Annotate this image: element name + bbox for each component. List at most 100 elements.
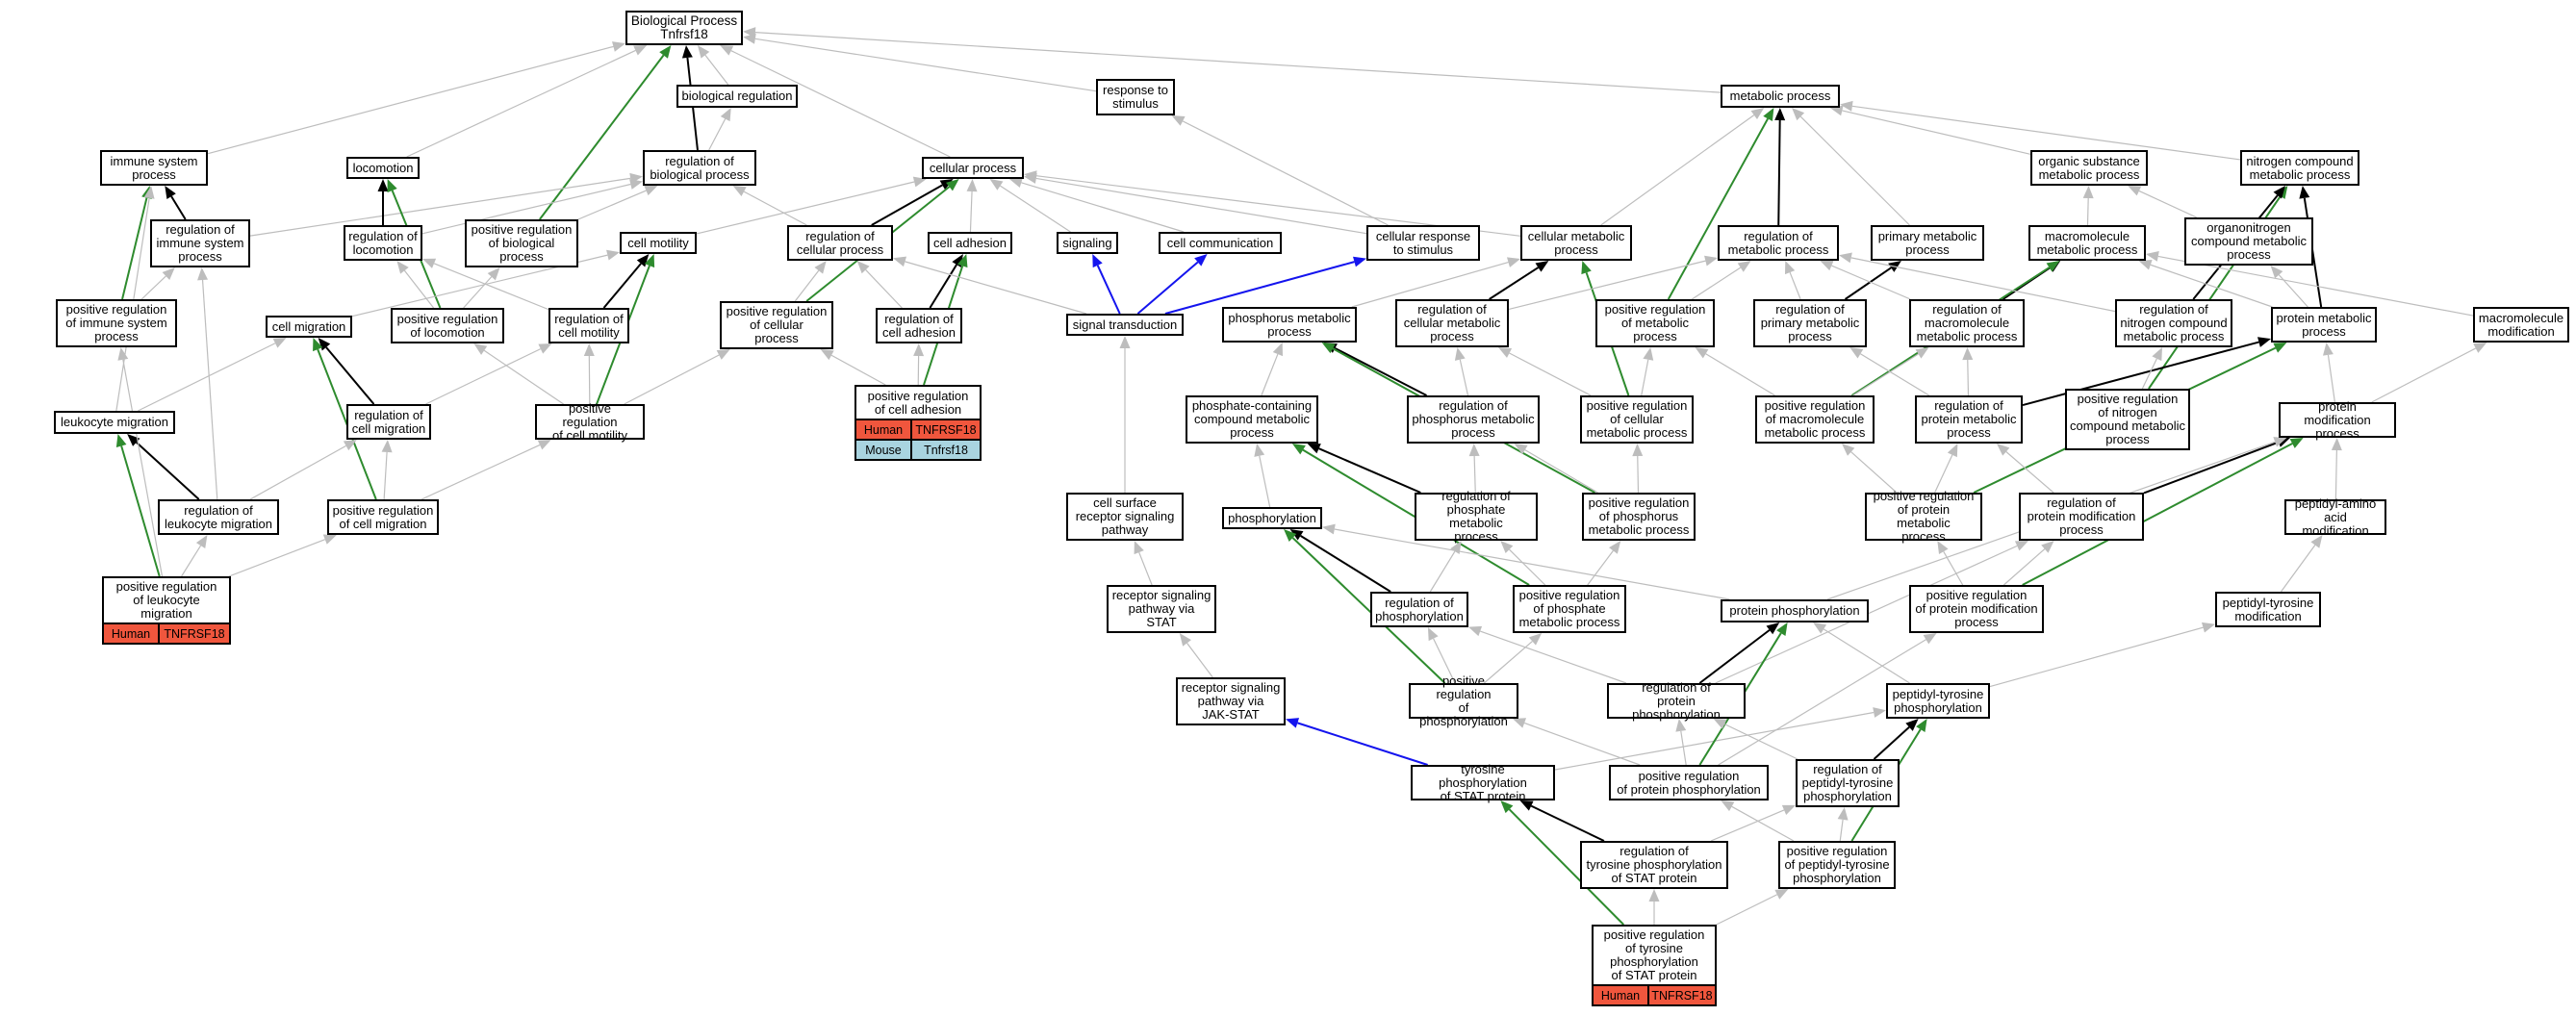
go-term-node[interactable]: regulation of leukocyte migration [158,499,279,535]
edge-line [1850,257,2116,313]
go-term-node[interactable]: immune system process [100,150,208,186]
go-term-node[interactable]: locomotion [346,157,420,179]
go-term-node[interactable]: primary metabolic process [1871,225,1984,261]
go-term-node[interactable]: cellular process [922,157,1024,179]
go-term-node[interactable]: receptor signaling pathway via STAT [1107,585,1216,633]
edge-arrowhead [681,45,693,59]
go-term-node[interactable]: protein phosphorylation [1721,599,1869,622]
go-term-node[interactable]: metabolic process [1721,85,1840,108]
edge-arrowhead [1286,718,1300,728]
go-term-node[interactable]: phosphate-containing compound metabolic … [1186,395,1318,444]
edge-line [2157,255,2474,317]
go-term-node[interactable]: positive regulation of macromolecule met… [1755,395,1875,444]
go-term-node[interactable]: protein modification process [2279,399,2396,440]
go-term-node[interactable]: biological regulation [676,85,798,108]
go-term-node[interactable]: organonitrogen compound metabolic proces… [2184,217,2313,266]
go-term-node[interactable]: peptidyl-tyrosine modification [2215,592,2321,627]
go-term-node[interactable]: cellular metabolic process [1520,225,1632,261]
edge-line [121,197,148,300]
go-term-node[interactable]: regulation of nitrogen compound metaboli… [2115,299,2232,347]
go-term-node[interactable]: positive regulation of cell migration [327,499,439,535]
go-term-node[interactable]: peptidyl-tyrosine phosphorylation [1886,683,1990,719]
edge-arrowhead [720,108,731,122]
edge-line [2334,449,2337,500]
go-term-node[interactable]: regulation of protein metabolic process [1915,395,2023,444]
go-term-node[interactable]: regulation of cellular process [787,225,893,261]
go-term-node[interactable]: regulation of protein modification proce… [2019,493,2144,541]
edge-line [1943,550,1964,586]
go-term-node[interactable]: regulation of cellular metabolic process [1395,299,1509,347]
edge-line [1021,182,1185,233]
go-term-node[interactable]: regulation of tyrosine phosphorylation o… [1580,841,1728,889]
edge-line [2022,443,2293,586]
go-term-node[interactable]: regulation of protein phosphorylation [1607,680,1746,721]
go-term-node[interactable]: positive regulation of cell adhesion [854,385,982,420]
go-term-node[interactable]: cell migration [266,316,352,338]
edge-line [1318,447,1421,494]
go-term-node[interactable]: positive regulation of cell motility [535,401,645,442]
go-term-node[interactable]: positive regulation of peptidyl-tyrosine… [1778,841,1896,889]
go-term-node[interactable]: regulation of primary metabolic process [1753,299,1867,347]
go-term-node[interactable]: regulation of metabolic process [1718,225,1839,261]
go-term-node[interactable]: regulation of cell migration [346,404,431,440]
go-term-node[interactable]: positive regulation of phosphorus metabo… [1582,493,1696,541]
human-gene-cell: TNFRSF18 [1647,986,1715,1004]
go-term-node[interactable]: regulation of cell adhesion [876,308,962,343]
go-term-node[interactable]: positive regulation of phosphate metabol… [1513,585,1626,633]
go-term-node[interactable]: positive regulation of protein metabolic… [1865,490,1982,544]
edge-line [1777,119,1781,226]
go-term-node[interactable]: positive regulation of locomotion [391,308,504,343]
go-term-node[interactable]: Biological Process Tnfrsf18 [625,11,743,45]
go-term-node[interactable]: positive regulation of cellular process [720,301,833,349]
go-term-node[interactable]: regulation of biological process [643,150,756,186]
go-term-node[interactable]: regulation of phosphate metabolic proces… [1415,490,1538,544]
go-term-node[interactable]: regulation of cell motility [548,308,629,343]
go-term-node[interactable]: regulation of phosphorylation [1370,592,1468,627]
edge-arrowhead [633,45,648,56]
go-term-node[interactable]: positive regulation of biological proces… [465,219,578,267]
go-term-node[interactable]: organic substance metabolic process [2030,150,2148,186]
go-term-node[interactable]: phosphorus metabolic process [1222,307,1357,343]
go-term-node[interactable]: regulation of locomotion [344,225,422,261]
edge-line [1259,455,1271,508]
go-term-node[interactable]: phosphorylation [1222,507,1322,529]
go-term-node[interactable]: positive regulation of phosphorylation [1409,673,1518,727]
edge-arrowhead [2310,535,2323,548]
go-term-node[interactable]: macromolecule modification [2473,307,2569,343]
go-term-node[interactable]: positive regulation of nitrogen compound… [2065,389,2190,450]
go-term-node[interactable]: cell adhesion [928,232,1012,254]
edge-line [2327,354,2335,403]
go-term-node[interactable]: regulation of macromolecule metabolic pr… [1909,299,2025,347]
go-term-node[interactable]: positive regulation of leukocyte migrati… [102,576,231,624]
go-term-node[interactable]: positive regulation of protein modificat… [1909,585,2044,633]
go-term-node[interactable]: regulation of immune system process [150,219,250,267]
go-term-node[interactable]: cell surface receptor signaling pathway [1066,493,1184,541]
go-term-node[interactable]: leukocyte migration [54,411,175,434]
edge-arrowhead [2257,337,2271,347]
go-term-node[interactable]: regulation of peptidyl-tyrosine phosphor… [1796,759,1900,807]
go-term-node[interactable]: macromolecule metabolic process [2028,225,2146,261]
go-term-node[interactable]: signal transduction [1066,314,1184,336]
go-term-node[interactable]: cellular response to stimulus [1366,225,1480,261]
go-term-node[interactable]: tyrosine phosphorylation of STAT protein [1411,762,1555,802]
go-term-node[interactable]: positive regulation of cellular metaboli… [1580,395,1694,444]
go-term-node[interactable]: nitrogen compound metabolic process [2240,150,2359,186]
go-term-node[interactable]: cell motility [620,232,697,254]
go-term-node[interactable]: positive regulation of tyrosine phosphor… [1592,925,1717,986]
go-term-node[interactable]: peptidyl-amino acid modification [2284,496,2386,537]
edge-line [602,263,642,309]
go-term-node[interactable]: cell communication [1159,232,1282,254]
go-term-node[interactable]: regulation of phosphorus metabolic proce… [1407,395,1540,444]
go-term-node[interactable]: response to stimulus [1096,79,1175,115]
go-term-node[interactable]: signaling [1057,232,1118,254]
edge-arrowhead [537,440,551,450]
edge-line [249,444,346,500]
go-term-node[interactable]: protein metabolic process [2271,307,2377,343]
go-term-node[interactable]: positive regulation of protein phosphory… [1609,765,1769,800]
edge-arrowhead [1774,108,1786,121]
go-term-node[interactable]: positive regulation of immune system pro… [56,299,177,347]
edge-line [1823,628,1910,684]
go-term-node[interactable]: receptor signaling pathway via JAK-STAT [1176,677,1286,725]
go-term-node[interactable]: positive regulation of metabolic process [1595,299,1715,347]
